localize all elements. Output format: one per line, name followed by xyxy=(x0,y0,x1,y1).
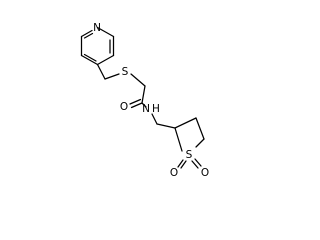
bond xyxy=(83,53,97,62)
bond xyxy=(83,32,94,39)
bond xyxy=(130,73,146,87)
bond xyxy=(174,127,183,152)
sulfone-oxygen-left-label: O xyxy=(170,167,178,179)
pyridine-nitrogen-label: N xyxy=(93,22,101,34)
bond xyxy=(141,85,146,104)
bond xyxy=(96,54,115,66)
bond xyxy=(129,98,142,105)
bond xyxy=(194,158,202,167)
sulfolane-ring xyxy=(174,117,205,152)
sulfone-sulfur-label: S xyxy=(186,149,193,161)
bond xyxy=(195,117,205,140)
carbonyl-oxygen-label: O xyxy=(120,101,128,113)
bond xyxy=(174,117,197,129)
bond xyxy=(80,54,99,66)
bond xyxy=(156,123,176,129)
bond xyxy=(80,29,93,38)
bond xyxy=(195,138,205,148)
pyridine-ring xyxy=(80,26,115,66)
bond xyxy=(130,102,143,109)
thioether-sulfur-label: S xyxy=(122,66,129,78)
bond xyxy=(96,26,115,38)
structure-diagram: N S O N H S O O xyxy=(80,22,209,179)
sulfone-oxygen-right-label: O xyxy=(201,167,209,179)
bond xyxy=(141,102,147,108)
amide-hydrogen-label: H xyxy=(152,103,160,115)
bond xyxy=(180,160,187,169)
bond xyxy=(191,160,199,169)
bond xyxy=(151,113,158,125)
amide-nitrogen-label: N xyxy=(142,103,150,115)
bond xyxy=(96,63,106,80)
molecule-drawing: N S O N H S O O xyxy=(80,22,209,179)
bond xyxy=(104,73,120,80)
bond xyxy=(177,159,184,168)
